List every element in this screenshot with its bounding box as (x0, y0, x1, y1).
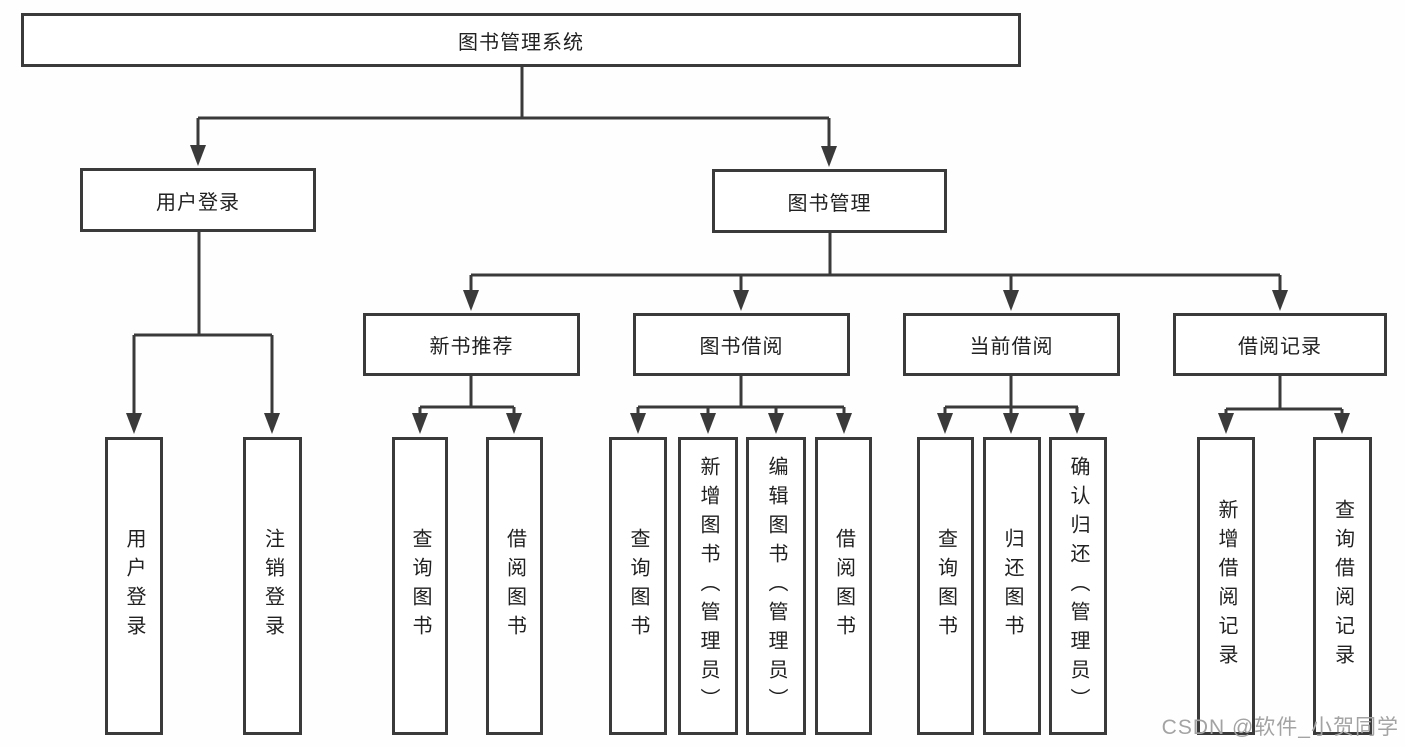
leaf-borrow-books-1: 借阅图书 (486, 437, 543, 735)
leaf-user-login-label: 用户登录 (123, 528, 145, 644)
node-new-book-recommend: 新书推荐 (363, 313, 580, 376)
leaf-query-borrow-record: 查询借阅记录 (1313, 437, 1372, 735)
node-current-borrow-label: 当前借阅 (969, 336, 1054, 358)
leaf-confirm-return-admin: 确认归还（管理员） (1049, 437, 1107, 735)
node-borrow-record: 借阅记录 (1173, 313, 1387, 376)
leaf-query-books-3-label: 查询图书 (934, 528, 957, 644)
node-root-system: 图书管理系统 (21, 13, 1021, 67)
leaf-edit-book-admin-label: 编辑图书（管理员） (765, 455, 787, 717)
leaf-return-book-label: 归还图书 (1001, 528, 1023, 644)
leaf-add-book-admin-label: 新增图书（管理员） (697, 455, 719, 717)
csdn-watermark: CSDN @软件_小贺同学 (1161, 716, 1399, 739)
node-current-borrow: 当前借阅 (903, 313, 1120, 376)
leaf-edit-book-admin: 编辑图书（管理员） (746, 437, 806, 735)
leaf-add-book-admin: 新增图书（管理员） (678, 437, 738, 735)
leaf-borrow-books-2: 借阅图书 (815, 437, 872, 735)
leaf-confirm-return-admin-label: 确认归还（管理员） (1067, 455, 1089, 717)
leaf-borrow-books-1-label: 借阅图书 (503, 528, 526, 644)
leaf-query-books-2-label: 查询图书 (627, 528, 649, 644)
leaf-return-book: 归还图书 (983, 437, 1041, 735)
node-book-management: 图书管理 (712, 169, 947, 233)
leaf-query-books-1-label: 查询图书 (409, 528, 431, 644)
leaf-logout-label: 注销登录 (261, 528, 284, 644)
leaf-query-books-2: 查询图书 (609, 437, 667, 735)
leaf-query-books-1: 查询图书 (392, 437, 448, 735)
leaf-query-borrow-record-label: 查询借阅记录 (1331, 499, 1354, 673)
leaf-add-borrow-record-label: 新增借阅记录 (1215, 499, 1237, 673)
leaf-query-books-3: 查询图书 (917, 437, 974, 735)
leaf-user-login: 用户登录 (105, 437, 163, 735)
node-book-borrow: 图书借阅 (633, 313, 850, 376)
node-book-borrow-label: 图书借阅 (699, 336, 784, 358)
leaf-add-borrow-record: 新增借阅记录 (1197, 437, 1255, 735)
arrowhead-icons (126, 145, 1350, 434)
node-root-label: 图书管理系统 (458, 31, 584, 54)
leaf-borrow-books-2-label: 借阅图书 (832, 528, 855, 644)
leaf-logout: 注销登录 (243, 437, 302, 735)
node-user-login: 用户登录 (80, 168, 316, 232)
node-borrow-record-label: 借阅记录 (1238, 336, 1322, 358)
node-new-book-recommend-label: 新书推荐 (429, 336, 514, 358)
node-book-management-label: 图书管理 (787, 192, 872, 215)
node-user-login-label: 用户登录 (156, 191, 240, 214)
